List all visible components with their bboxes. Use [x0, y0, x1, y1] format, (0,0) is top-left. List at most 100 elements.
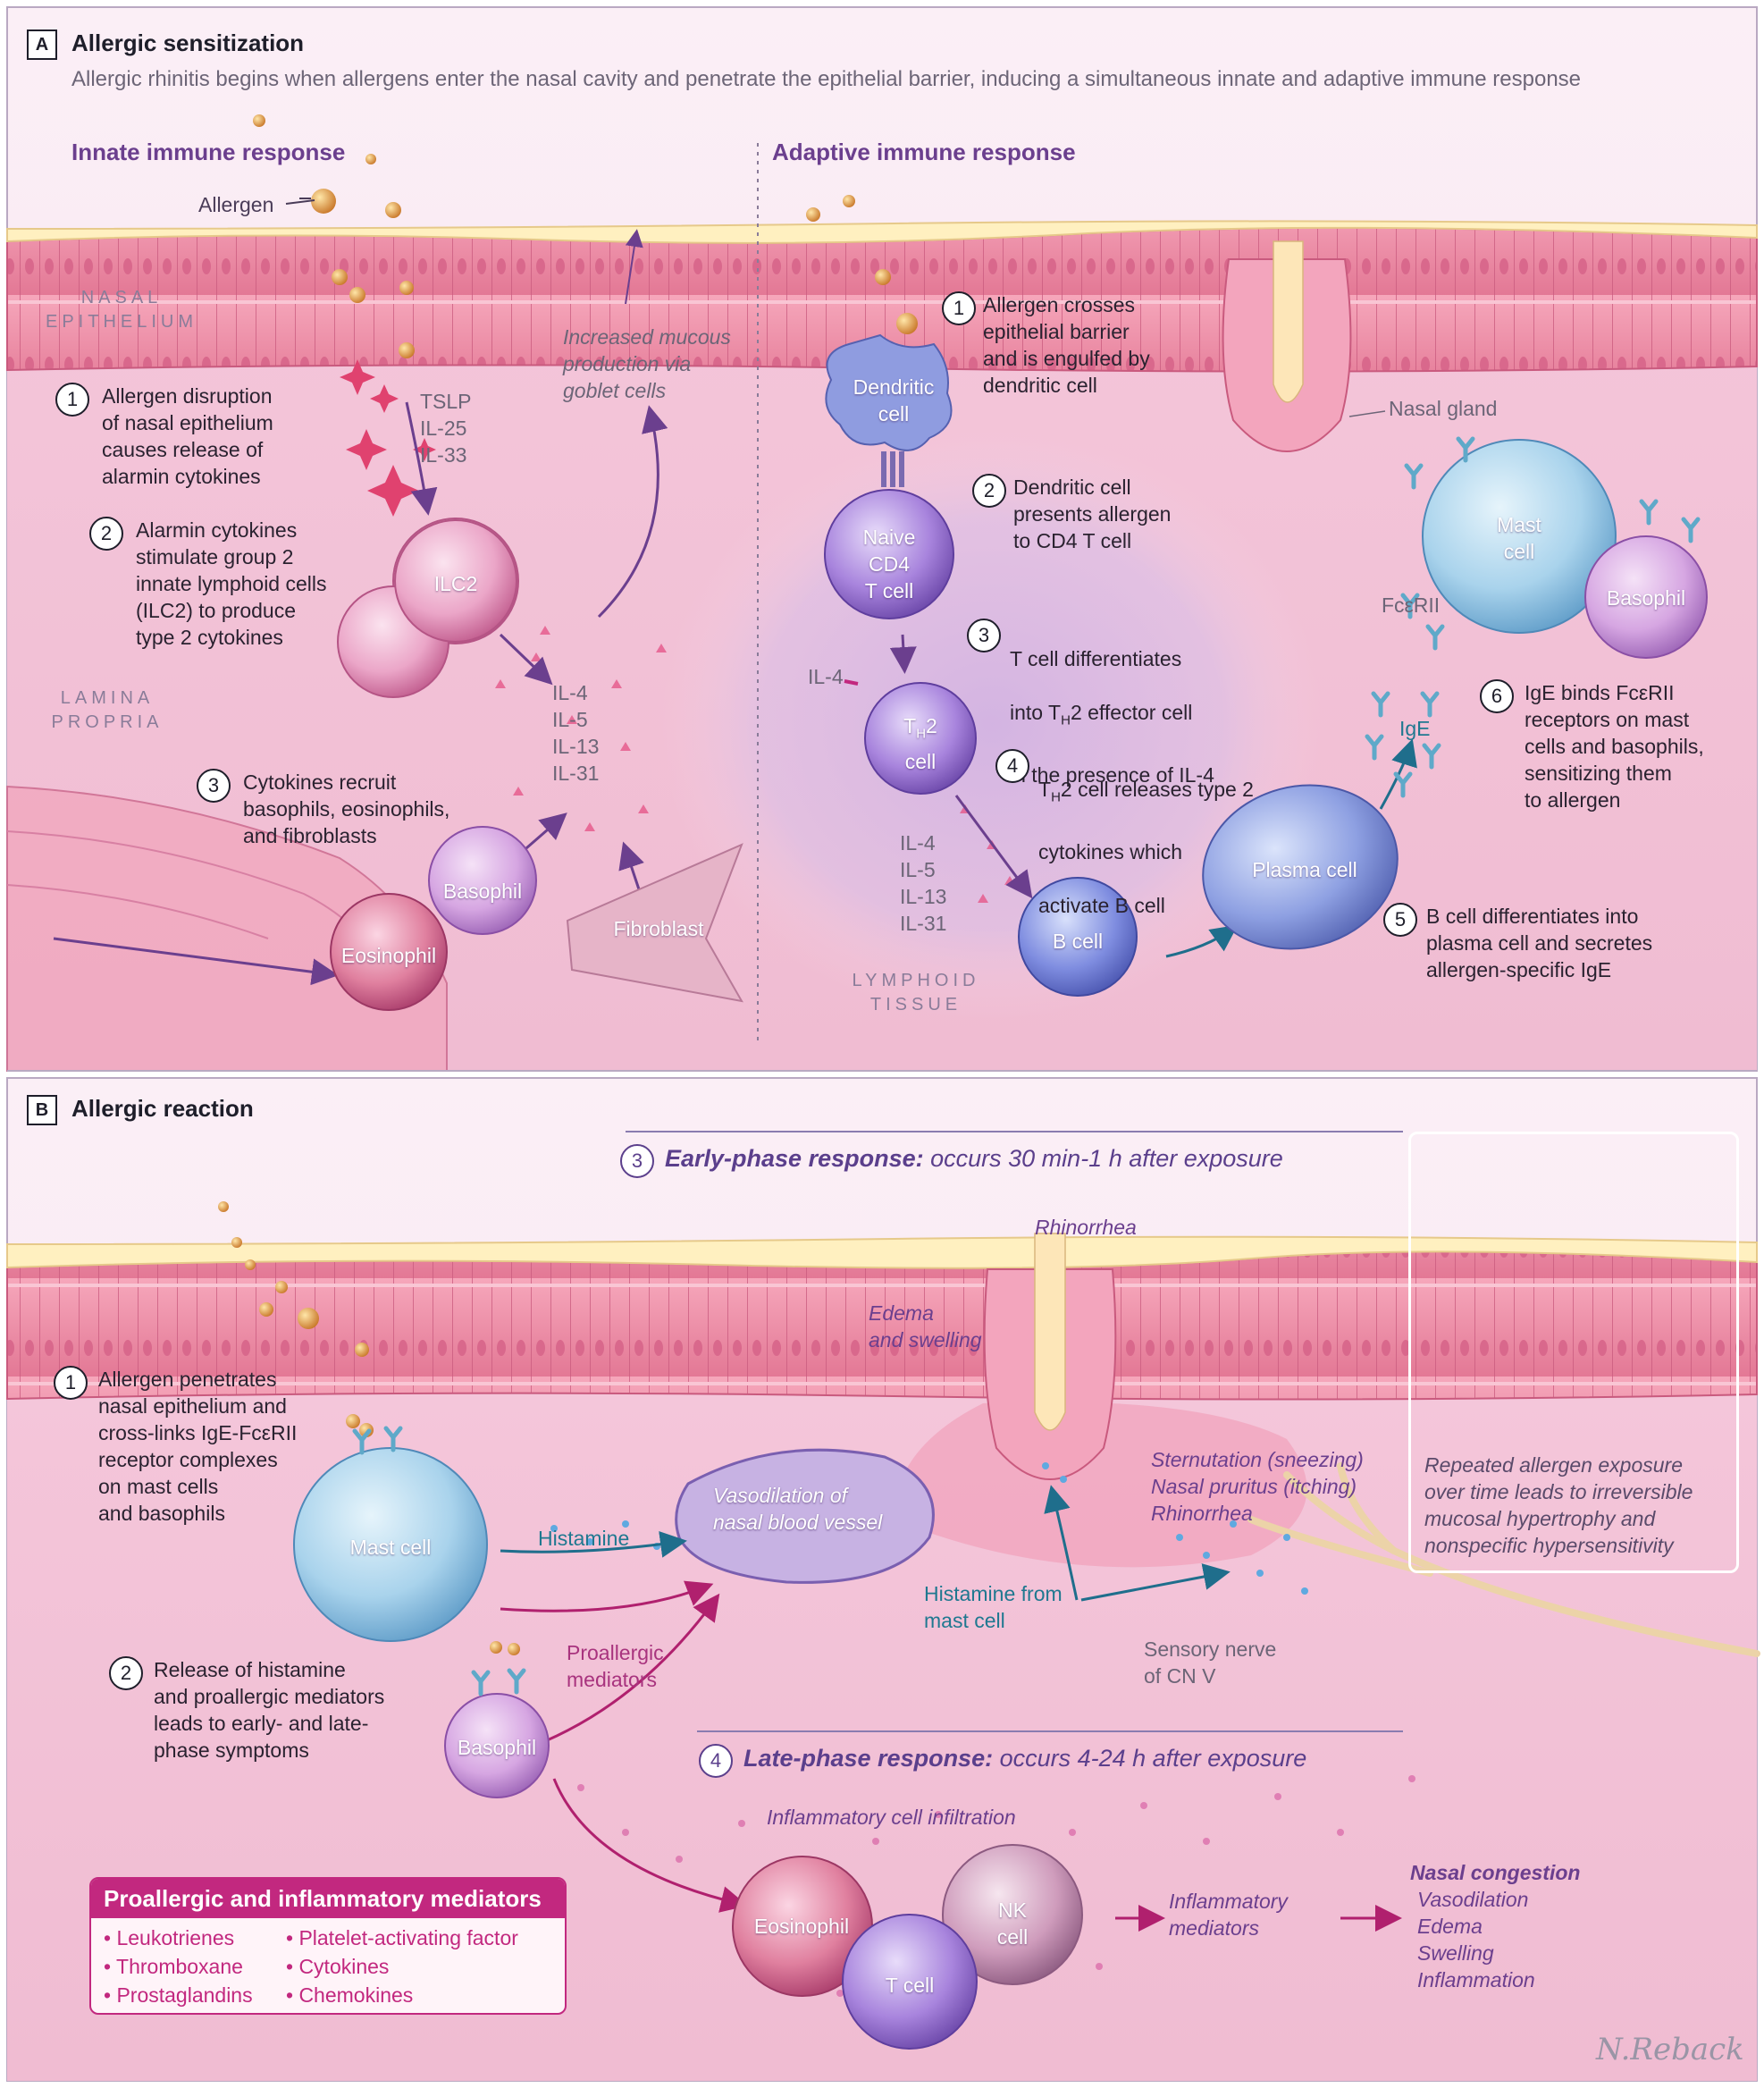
- repeated-line2: over time leads to irreversible: [1424, 1480, 1693, 1503]
- proallergic-label: Proallergic mediators: [567, 1639, 664, 1693]
- rhinorrhea-top: Rhinorrhea: [1035, 1216, 1137, 1239]
- innate-step-3: Cytokines recruit basophils, eosinophils…: [243, 770, 450, 847]
- cytokine-il31: IL-31: [552, 762, 600, 785]
- legend-item: • Prostaglandins: [104, 1983, 253, 2007]
- cytokine-il31-b: IL-31: [900, 912, 947, 935]
- repeated-exposure-box: [1408, 1132, 1739, 1573]
- panel-b-badge: B: [27, 1095, 57, 1125]
- fceri-label: FcεRII: [1382, 594, 1441, 617]
- adaptive-step-6-number: 6: [1480, 679, 1514, 713]
- cytokine-il5-b: IL-5: [900, 858, 936, 881]
- early-phase-heading: Early-phase response: occurs 30 min-1 h …: [665, 1145, 1283, 1173]
- lymphoid-tissue-line2: TISSUE: [869, 995, 962, 1015]
- reaction-step-1-number: 1: [54, 1366, 88, 1400]
- vasodilation-line2: nasal blood vessel: [713, 1511, 883, 1534]
- congestion-vasodilation: Vasodilation: [1417, 1888, 1529, 1911]
- sensory-nerve-line1: Sensory nerve: [1144, 1638, 1277, 1661]
- vasodilation-label: Vasodilation of nasal blood vessel: [713, 1482, 882, 1536]
- fibroblast-cell: Fibroblast: [613, 917, 704, 940]
- symptom-itching: Nasal pruritus (itching): [1151, 1475, 1357, 1498]
- adaptive-step-6: IgE binds FcεRII receptors on mast cells…: [1525, 681, 1704, 812]
- mast-cell-a: Mast cell: [1474, 511, 1564, 565]
- symptom-sneezing: Sternutation (sneezing): [1151, 1448, 1364, 1471]
- adaptive-step-2-number: 2: [972, 474, 1006, 508]
- naive-line1: Naive: [862, 526, 916, 549]
- repeated-exposure-text: Repeated allergen exposure over time lea…: [1424, 1452, 1693, 1559]
- repeated-line4: nonspecific hypersensitivity: [1424, 1534, 1674, 1557]
- alarmin-il33: IL-33: [420, 443, 467, 467]
- mucous-note-line3: goblet cells: [563, 379, 667, 402]
- basophil-cell-b: Basophil: [457, 1736, 537, 1759]
- th2-cell-word: cell: [904, 749, 937, 773]
- histamine-from-line1: Histamine from: [924, 1582, 1063, 1605]
- late-phase-rest: occurs 4-24 h after exposure: [993, 1745, 1307, 1772]
- innate-step-1: Allergen disruption of nasal epithelium …: [102, 384, 273, 488]
- mast-a-line2: cell: [1503, 540, 1535, 563]
- innate-step-3-number: 3: [197, 769, 231, 803]
- proallergic-line2: mediators: [567, 1668, 657, 1691]
- edema-label: Edema and swelling: [869, 1300, 982, 1353]
- th2-h: H: [916, 726, 927, 742]
- innate-step-2-number: 2: [89, 517, 123, 551]
- cytokine-il13-b: IL-13: [900, 885, 947, 908]
- symptom-list: Sternutation (sneezing) Nasal pruritus (…: [1151, 1446, 1364, 1527]
- naive-line2: CD4: [868, 552, 910, 576]
- eosinophil-cell-b: Eosinophil: [753, 1915, 850, 1938]
- histamine-from-line2: mast cell: [924, 1609, 1005, 1632]
- legend-item: • Cytokines: [286, 1955, 390, 1978]
- dendritic-line2: cell: [878, 402, 910, 425]
- inflammatory-mediators-label: Inflammatory mediators: [1169, 1888, 1288, 1941]
- adaptive-step-3-line2a: into T: [1010, 701, 1062, 724]
- lamina-propria-line1: LAMINA: [60, 688, 155, 708]
- early-phase-rest: occurs 30 min-1 h after exposure: [923, 1145, 1283, 1172]
- nasal-epithelium-line1: NASAL: [80, 288, 163, 307]
- nasal-congestion: Nasal congestion Vasodilation Edema Swel…: [1410, 1859, 1580, 1993]
- alarmin-il25: IL-25: [420, 417, 467, 440]
- repeated-line3: mucosal hypertrophy and: [1424, 1507, 1656, 1530]
- adaptive-step-4: TH2 cell releases type 2 cytokines which…: [1038, 749, 1254, 946]
- lymphoid-tissue-line1: LYMPHOID: [852, 971, 980, 990]
- legend-item: • Leukotrienes: [104, 1926, 235, 1949]
- adaptive-step-1-number: 1: [942, 291, 976, 325]
- th2-2: 2: [926, 714, 937, 737]
- nasal-congestion-title: Nasal congestion: [1410, 1861, 1581, 1884]
- th2-cell: TH2 cell: [876, 712, 965, 775]
- sensory-nerve-label: Sensory nerve of CN V: [1144, 1636, 1276, 1689]
- alarmin-list: TSLP IL-25 IL-33: [420, 388, 472, 468]
- mucous-note-line1: Increased mucous: [563, 325, 731, 349]
- histamine-label: Histamine: [538, 1527, 630, 1550]
- repeated-line1: Repeated allergen exposure: [1424, 1453, 1683, 1477]
- cytokine-list-adaptive: IL-4 IL-5 IL-13 IL-31: [900, 829, 946, 937]
- congestion-swelling: Swelling: [1417, 1941, 1494, 1965]
- symptom-rhinorrhea: Rhinorrhea: [1151, 1502, 1253, 1525]
- adaptive-step-4-line1a: T: [1038, 778, 1052, 801]
- alarmin-tslp: TSLP: [420, 390, 472, 413]
- cytokine-il13: IL-13: [552, 735, 600, 758]
- legend-column-2: • Platelet-activating factor • Cytokines…: [286, 1924, 518, 2009]
- ige-label: IgE: [1399, 717, 1431, 740]
- reaction-step-1: Allergen penetrates nasal epithelium and…: [98, 1368, 298, 1525]
- adaptive-step-3-sub: H: [1061, 712, 1071, 728]
- inflammatory-line2: mediators: [1169, 1916, 1259, 1940]
- reaction-step-2-number: 2: [109, 1656, 143, 1690]
- nk-line1: NK: [998, 1899, 1027, 1922]
- naive-line3: T cell: [864, 579, 914, 602]
- adaptive-step-4-line2: cytokines which: [1038, 839, 1183, 863]
- legend-title: Proallergic and inflammatory mediators: [91, 1879, 565, 1918]
- basophil-cell: Basophil: [442, 880, 523, 903]
- dendritic-line1: Dendritic: [853, 375, 935, 399]
- panel-a-title: Allergic sensitization: [71, 29, 305, 56]
- cytokine-il4: IL-4: [552, 681, 588, 704]
- legend-column-1: • Leukotrienes • Thromboxane • Prostagla…: [104, 1924, 253, 2009]
- eosinophil-cell: Eosinophil: [340, 944, 437, 967]
- inflammatory-line1: Inflammatory: [1169, 1890, 1288, 1913]
- artist-signature: N.Reback: [1596, 2032, 1744, 2067]
- mast-a-line1: Mast: [1497, 513, 1541, 536]
- th2-t: T: [903, 714, 917, 737]
- proallergic-line1: Proallergic: [567, 1641, 664, 1664]
- nasal-epithelium-label: NASAL EPITHELIUM: [32, 286, 211, 334]
- adaptive-step-5: B cell differentiates into plasma cell a…: [1426, 905, 1653, 981]
- b-cell: B cell: [1052, 930, 1104, 953]
